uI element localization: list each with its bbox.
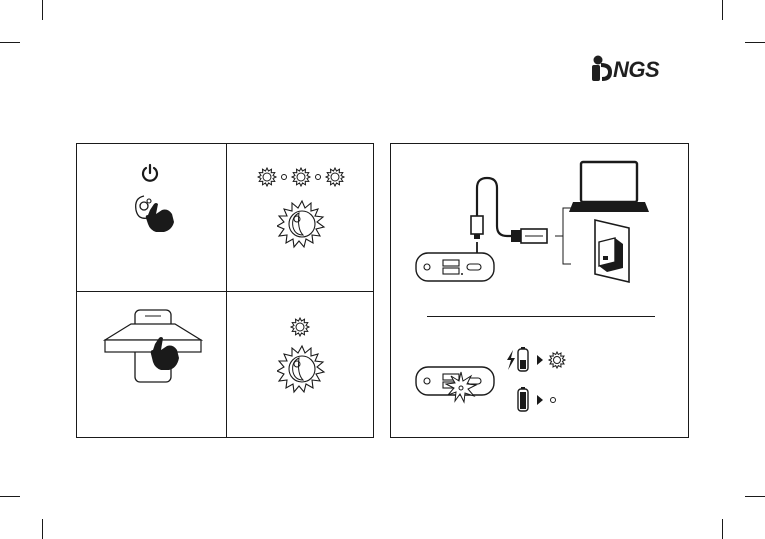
flashlight-burst-icon bbox=[277, 199, 327, 249]
section-separator bbox=[427, 316, 655, 317]
power-icon bbox=[140, 163, 160, 183]
left-instruction-panel bbox=[76, 143, 374, 438]
phone-on-wireless-pad-icon bbox=[103, 308, 203, 384]
full-battery-led-icon bbox=[515, 386, 563, 414]
crop-mark-top-right-v bbox=[722, 0, 723, 20]
cell-wireless-charging bbox=[77, 292, 226, 437]
wall-charger-icon bbox=[589, 218, 633, 284]
crop-mark-top-right-h bbox=[745, 42, 765, 43]
brand-name: NGS bbox=[613, 57, 659, 83]
right-charging-panel bbox=[390, 143, 689, 438]
ngs-logo-icon bbox=[590, 55, 614, 83]
single-led-icon bbox=[289, 316, 311, 338]
crop-mark-bottom-right-v bbox=[722, 519, 723, 539]
cell-flashlight-modes bbox=[227, 144, 374, 291]
cell-power-on bbox=[77, 144, 226, 291]
crop-mark-bottom-left-h bbox=[0, 496, 20, 497]
charging-battery-led-icon bbox=[505, 346, 573, 374]
flashlight-on-icon bbox=[277, 344, 327, 394]
crop-mark-bottom-right-h bbox=[745, 496, 765, 497]
brand-logo: NGS bbox=[590, 52, 700, 88]
crop-mark-top-left-v bbox=[42, 0, 43, 20]
power-bank-icon bbox=[415, 252, 495, 282]
crop-mark-top-left-h bbox=[0, 42, 20, 43]
cell-flashlight-on bbox=[227, 292, 374, 437]
laptop-icon bbox=[569, 160, 649, 214]
led-sequence-icon bbox=[257, 166, 347, 188]
crop-mark-bottom-left-v bbox=[42, 519, 43, 539]
power-bank-led-icon bbox=[415, 366, 495, 410]
hand-press-button-icon bbox=[132, 194, 182, 236]
